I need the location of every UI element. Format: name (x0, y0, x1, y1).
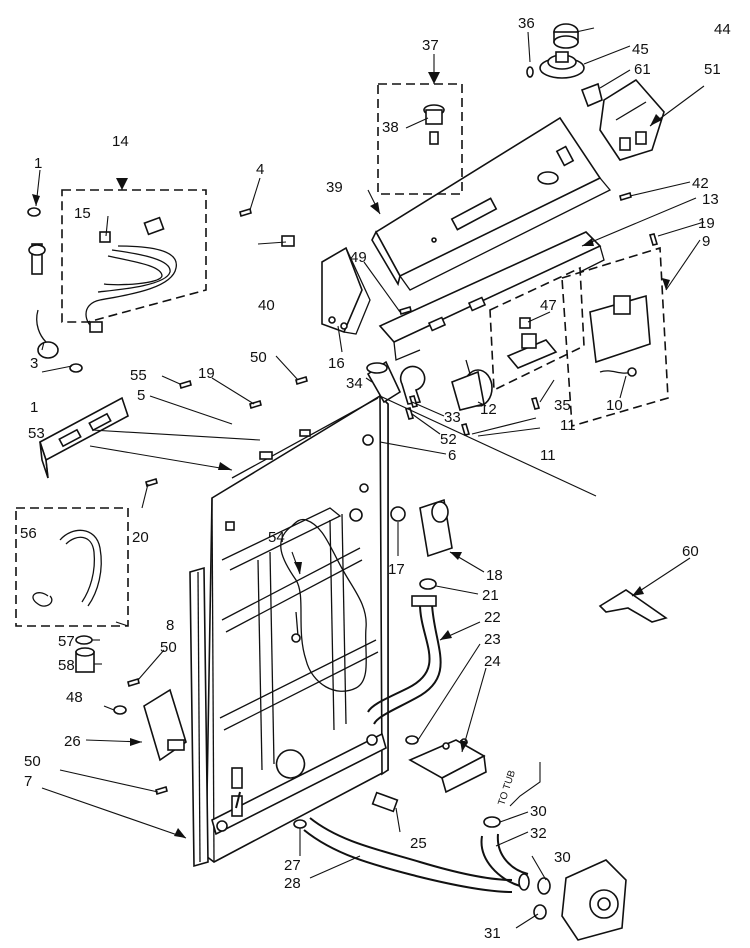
label-50a: 50 (250, 349, 267, 366)
leader-lines (35, 27, 705, 929)
label-55: 55 (130, 367, 147, 384)
drain-pump (113, 688, 187, 762)
label-47: 47 (540, 297, 557, 314)
screws (127, 191, 659, 796)
access-cover (39, 396, 129, 479)
pump-housing (561, 859, 627, 941)
label-49: 49 (350, 249, 367, 266)
label-3: 3 (30, 355, 38, 372)
capacitor (366, 360, 402, 404)
label-34: 34 (346, 375, 363, 392)
label-21: 21 (482, 587, 499, 604)
label-14: 14 (112, 133, 129, 150)
outlet-hose (293, 817, 513, 893)
side-rail (189, 566, 209, 868)
label-11a: 11 (560, 417, 576, 434)
label-19b: 19 (698, 215, 715, 232)
label-17: 17 (388, 561, 405, 578)
label-57: 57 (58, 633, 75, 650)
label-10: 10 (606, 397, 623, 414)
label-42: 42 (692, 175, 709, 192)
drain-hose-group (15, 507, 129, 627)
bracket-51 (599, 78, 665, 161)
label-60: 60 (682, 543, 699, 560)
callout-labels: 1 1 3 4 5 6 7 8 9 10 11 11 12 13 14 15 1… (20, 15, 731, 942)
label-30a: 30 (530, 803, 547, 820)
label-58: 58 (58, 657, 75, 674)
label-1a: 1 (34, 155, 42, 172)
label-51: 51 (704, 61, 721, 78)
label-15: 15 (74, 205, 91, 222)
console-end-cap (321, 246, 371, 335)
label-19a: 19 (198, 365, 215, 382)
label-45: 45 (632, 41, 649, 58)
label-44: 44 (714, 21, 731, 38)
arrowheads (32, 72, 670, 838)
label-13: 13 (702, 191, 719, 208)
label-8: 8 (166, 617, 174, 634)
label-40: 40 (258, 297, 275, 314)
label-48: 48 (66, 689, 83, 706)
label-56: 56 (20, 525, 37, 542)
inlet-fitting (27, 207, 83, 373)
label-9: 9 (702, 233, 710, 250)
label-11b: 11 (540, 447, 556, 464)
timer (451, 359, 493, 411)
label-22: 22 (484, 609, 501, 626)
label-35: 35 (554, 397, 571, 414)
label-61: 61 (634, 61, 651, 78)
label-37: 37 (422, 37, 439, 54)
label-39: 39 (326, 179, 343, 196)
wire-harness (280, 518, 367, 692)
power-cord-group (61, 189, 207, 333)
label-33: 33 (444, 409, 461, 426)
motor-group (561, 246, 669, 428)
hose-bracket (408, 738, 487, 794)
label-50b: 50 (160, 639, 177, 656)
label-31: 31 (484, 925, 501, 942)
label-32: 32 (530, 825, 547, 842)
knob-assembly (526, 23, 603, 108)
label-30b: 30 (554, 849, 571, 866)
label-53: 53 (28, 425, 45, 442)
label-4: 4 (256, 161, 264, 178)
label-28: 28 (284, 875, 301, 892)
label-54: 54 (268, 529, 285, 546)
label-25: 25 (410, 835, 427, 852)
label-24: 24 (484, 653, 501, 670)
console-bracket (378, 231, 605, 361)
bracket-60 (598, 589, 668, 623)
label-26: 26 (64, 733, 81, 750)
label-5: 5 (137, 387, 145, 404)
label-7: 7 (24, 773, 32, 790)
label-6: 6 (448, 447, 456, 464)
selector-knob-group (377, 83, 463, 195)
console-panel (371, 116, 612, 291)
label-52: 52 (440, 431, 457, 448)
label-23: 23 (484, 631, 501, 648)
tub-hose (480, 816, 551, 920)
label-16: 16 (328, 355, 345, 372)
label-36: 36 (518, 15, 535, 32)
label-18: 18 (486, 567, 503, 584)
fill-hose (367, 578, 442, 725)
water-valve (390, 498, 453, 558)
label-27: 27 (284, 857, 301, 874)
label-50c: 50 (24, 753, 41, 770)
switch-group (489, 266, 585, 392)
label-38: 38 (382, 119, 399, 136)
label-20: 20 (132, 529, 149, 546)
label-1b: 1 (30, 399, 38, 416)
label-12: 12 (480, 401, 497, 418)
